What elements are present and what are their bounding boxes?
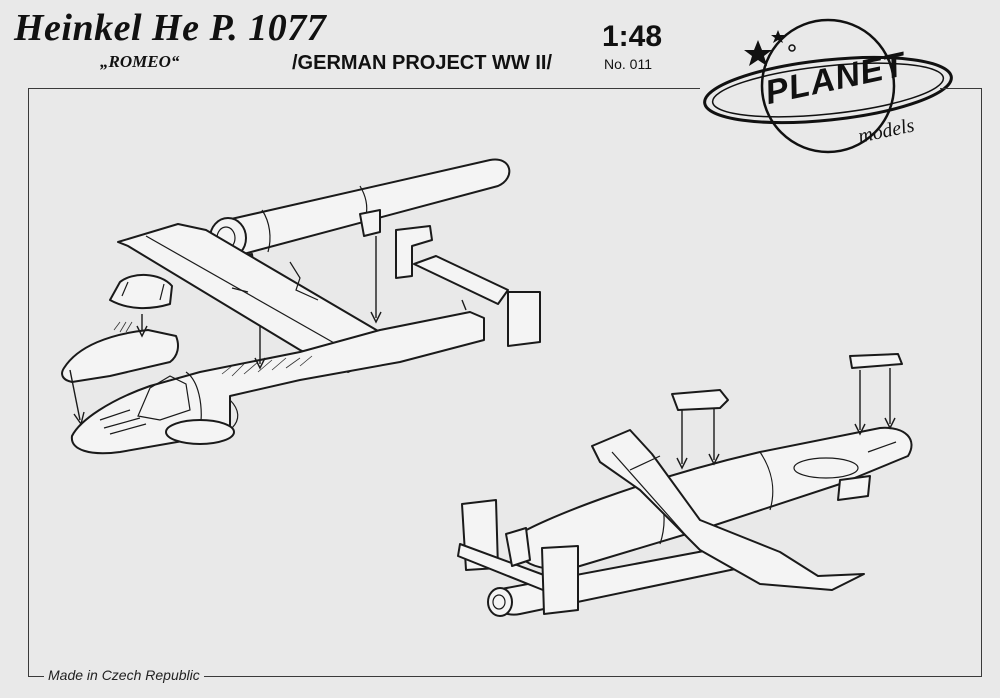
small-parts — [671, 353, 903, 470]
nose-cover-part — [61, 321, 179, 383]
frame-top-line — [28, 88, 700, 89]
aircraft-assembled-icon — [457, 353, 913, 617]
assembled-tail — [457, 499, 579, 615]
assembled-wing — [591, 429, 865, 591]
kit-number: No. 011 — [604, 56, 652, 72]
engine-pod — [209, 158, 511, 275]
aircraft-exploded-icon — [61, 158, 541, 455]
drawing-frame — [28, 88, 982, 677]
canopy-part — [109, 274, 173, 310]
tail-parts — [395, 225, 541, 347]
page-subtitle: „ROMEO“ — [100, 52, 180, 71]
planet-models-logo — [703, 18, 953, 154]
origin-note: Made in Czech Republic — [44, 667, 204, 683]
fuselage-part — [70, 311, 485, 455]
page-title: Heinkel He P. 1077 — [14, 7, 327, 49]
scale-label: 1:48 — [602, 20, 663, 53]
project-label: /GERMAN PROJECT WW II/ — [292, 52, 552, 74]
assembly-arrows — [69, 236, 467, 426]
frame-top-line-right — [940, 88, 981, 89]
wing-part — [117, 223, 391, 373]
stars-ringed-planet-icon — [703, 18, 953, 154]
